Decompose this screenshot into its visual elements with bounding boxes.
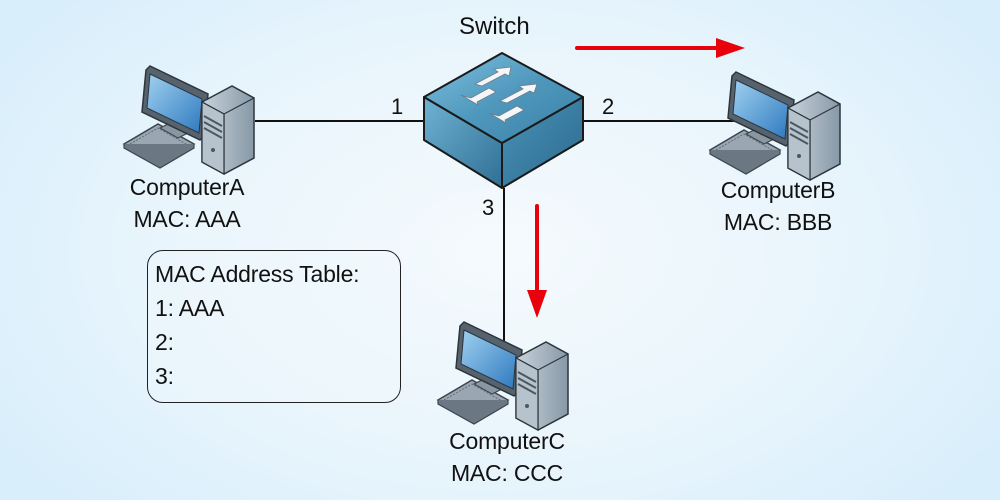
computer-b-mac: MAC: BBB [723, 209, 833, 235]
mac-address-table: MAC Address Table: 1: AAA 2: 3: [147, 250, 401, 403]
port-label-1: 1 [391, 94, 404, 119]
mac-table-entry-port-3: 3: [155, 363, 174, 389]
computer-b-name: ComputerB [720, 177, 836, 203]
computer-a-name: ComputerA [129, 174, 245, 200]
flood-arrow-down [527, 204, 547, 318]
mac-table-title: MAC Address Table: [155, 261, 360, 287]
port-label-2: 2 [602, 94, 615, 119]
flood-arrow-right [575, 38, 745, 58]
switch-label: Switch [459, 13, 530, 40]
mac-table-entry-port-2: 2: [155, 329, 174, 355]
computer-a-mac: MAC: AAA [133, 206, 241, 232]
port-label-3: 3 [482, 195, 495, 220]
mac-table-entry-port-1: 1: AAA [155, 295, 225, 321]
computer-c-name: ComputerC [449, 428, 565, 454]
computer-b-icon [709, 71, 841, 181]
computer-c-mac: MAC: CCC [450, 460, 564, 486]
switch-icon [423, 52, 584, 189]
computer-a-icon [123, 65, 255, 175]
